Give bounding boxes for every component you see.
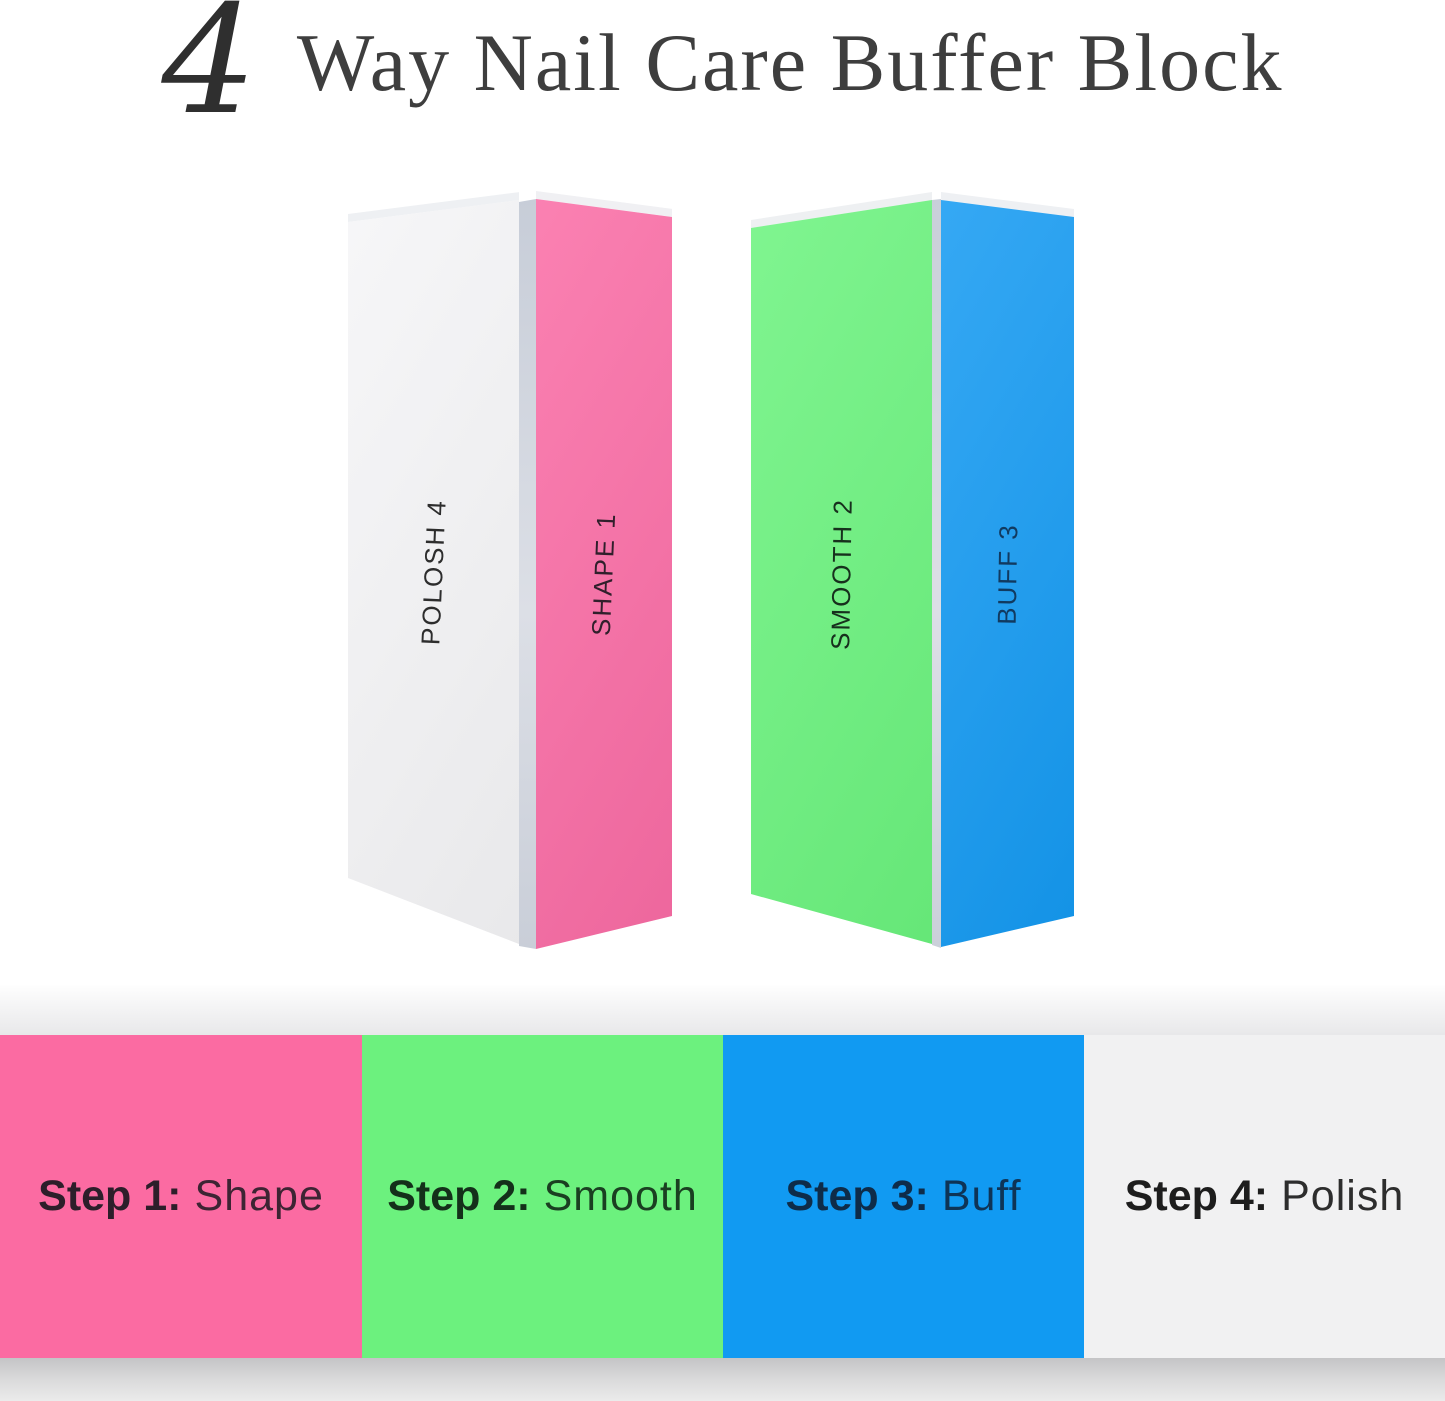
step-prefix: Step 1: bbox=[38, 1172, 182, 1220]
face-polish-label: POLOSH 4 bbox=[414, 498, 452, 646]
face-shape: SHAPE 1 bbox=[536, 199, 672, 949]
page-title: 4 Way Nail Care Buffer Block bbox=[0, 0, 1445, 150]
step-label: Step 3:Buff bbox=[785, 1175, 1021, 1218]
step-label: Step 2:Smooth bbox=[387, 1175, 698, 1218]
step-card-shape: Step 1:Shape bbox=[0, 1035, 362, 1358]
step-prefix: Step 2: bbox=[387, 1172, 531, 1220]
legend-top-gradient bbox=[0, 985, 1445, 1035]
steps-row: Step 1:Shape Step 2:Smooth Step 3:Buff S… bbox=[0, 1035, 1445, 1358]
step-name: Polish bbox=[1281, 1172, 1405, 1220]
title-text: Way Nail Care Buffer Block bbox=[296, 17, 1284, 108]
face-buff-label: BUFF 3 bbox=[991, 522, 1023, 626]
face-shape-label: SHAPE 1 bbox=[585, 511, 622, 637]
step-card-buff: Step 3:Buff bbox=[723, 1035, 1084, 1358]
face-buff: BUFF 3 bbox=[941, 200, 1074, 947]
steps-legend: Step 1:Shape Step 2:Smooth Step 3:Buff S… bbox=[0, 985, 1445, 1401]
step-prefix: Step 4: bbox=[1124, 1172, 1269, 1220]
step-name: Buff bbox=[941, 1172, 1022, 1220]
title-numeral: 4 bbox=[161, 0, 257, 148]
step-name: Smooth bbox=[543, 1172, 698, 1220]
step-label: Step 4:Polish bbox=[1125, 1175, 1405, 1218]
step-card-polish: Step 4:Polish bbox=[1084, 1035, 1445, 1358]
face-smooth-label: SMOOTH 2 bbox=[824, 497, 858, 651]
block-corner-edge bbox=[932, 199, 941, 948]
face-polish: POLOSH 4 bbox=[348, 200, 519, 944]
block-corner-edge bbox=[519, 199, 536, 949]
step-label: Step 1:Shape bbox=[38, 1175, 324, 1218]
legend-bottom-shadow bbox=[0, 1358, 1445, 1401]
buffer-blocks-scene: POLOSH 4 SHAPE 1 SMOOTH 2 BUFF 3 bbox=[348, 191, 1074, 949]
step-name: Shape bbox=[194, 1172, 324, 1220]
step-card-smooth: Step 2:Smooth bbox=[362, 1035, 723, 1358]
face-smooth: SMOOTH 2 bbox=[751, 200, 932, 944]
step-prefix: Step 3: bbox=[785, 1172, 929, 1220]
